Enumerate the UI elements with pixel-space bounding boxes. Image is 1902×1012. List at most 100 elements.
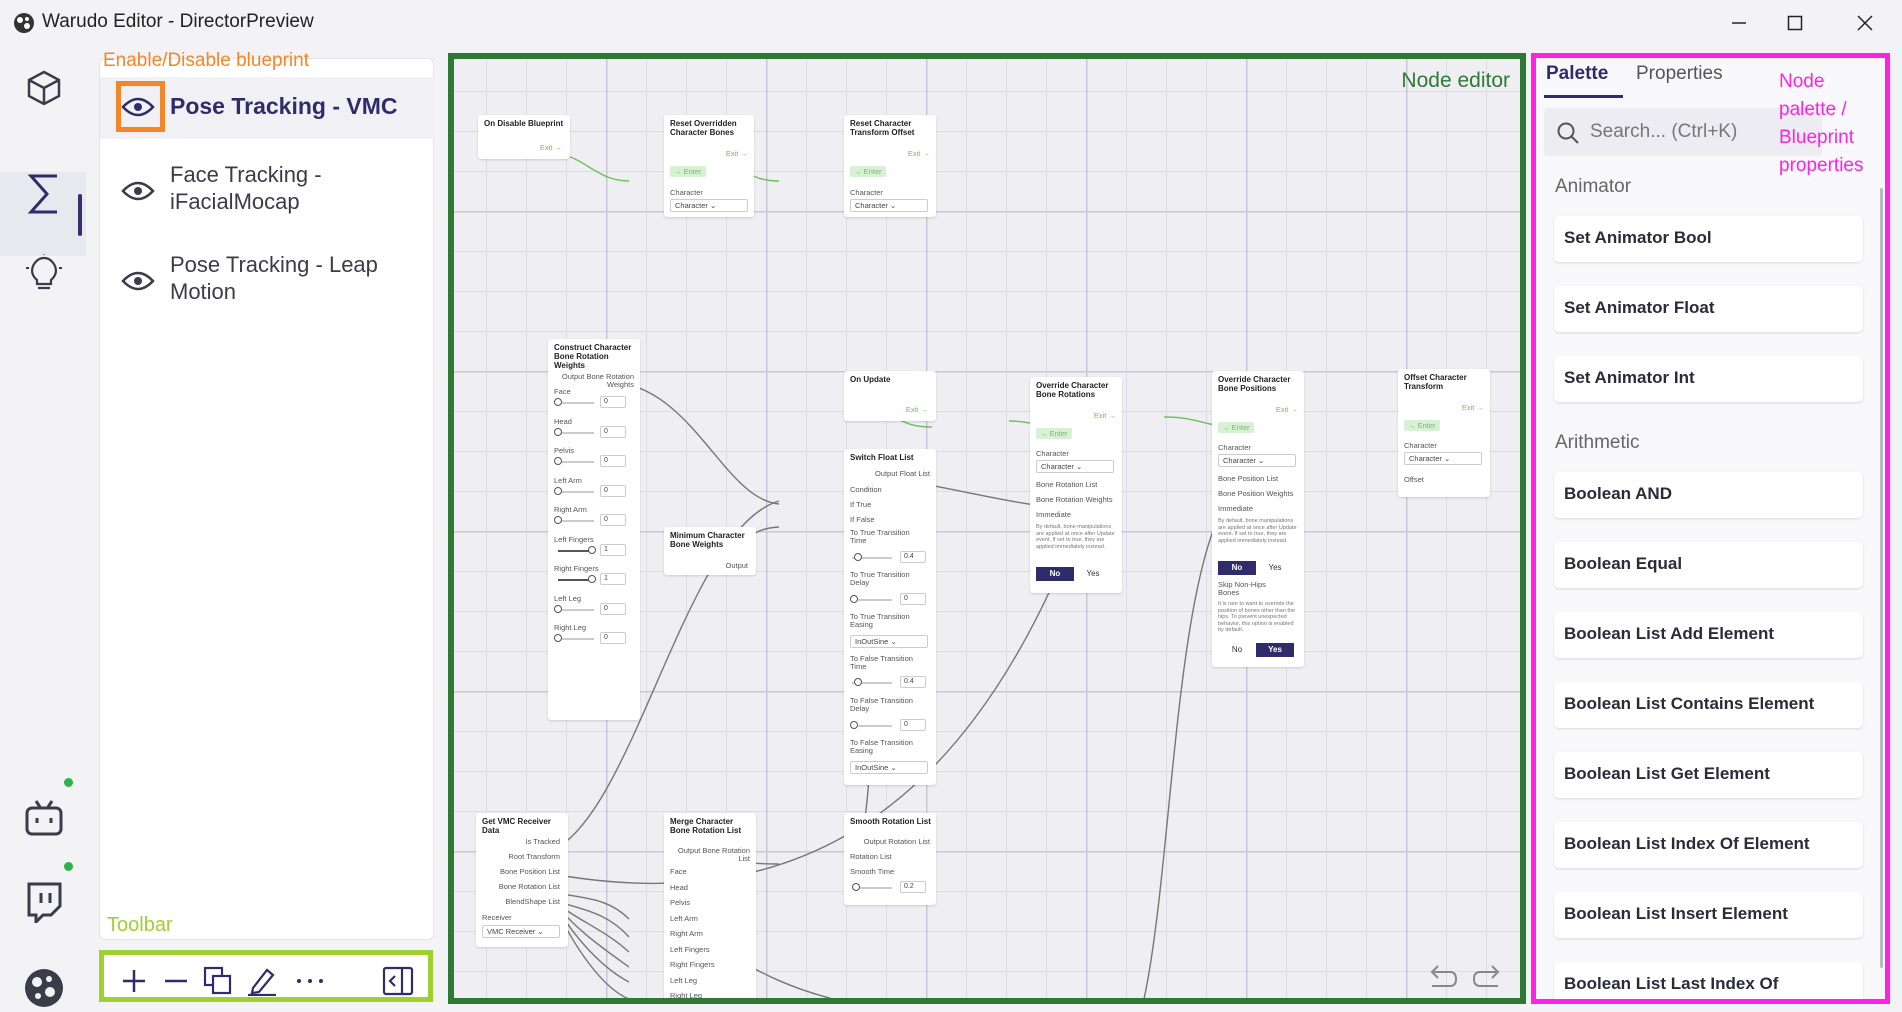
weight-slider-knob[interactable] — [554, 604, 562, 613]
duplicate-blueprint-button[interactable] — [200, 963, 236, 999]
node-smooth-rotation-list[interactable]: Smooth Rotation List Output Rotation Lis… — [844, 813, 936, 905]
exit-port[interactable]: Exit → — [1461, 403, 1484, 412]
slider-knob[interactable] — [850, 595, 858, 603]
weight-input[interactable]: 1 — [600, 543, 626, 556]
slider-knob[interactable] — [850, 721, 858, 729]
collapse-panel-button[interactable] — [380, 963, 416, 999]
rename-blueprint-button[interactable] — [244, 963, 280, 999]
minimize-button[interactable] — [1716, 6, 1762, 40]
weight-slider-knob[interactable] — [588, 545, 596, 554]
weight-input[interactable]: 1 — [600, 573, 626, 585]
easing-dropdown[interactable]: InOutSine ⌄ — [850, 761, 928, 774]
node-minimum-weights[interactable]: Minimum Character Bone Weights Output — [664, 527, 756, 575]
add-blueprint-button[interactable] — [116, 963, 152, 999]
enter-port[interactable]: → Enter — [1218, 422, 1254, 433]
weight-slider-knob[interactable] — [554, 516, 562, 524]
weight-input[interactable]: 0 — [600, 396, 626, 408]
palette-node-item[interactable]: Set Animator Float — [1554, 286, 1863, 332]
character-dropdown[interactable]: Character ⌄ — [1218, 454, 1296, 467]
slider-knob[interactable] — [854, 678, 862, 686]
search-input[interactable]: Search... (Ctrl+K) — [1590, 121, 1738, 142]
weight-input[interactable]: 0 — [600, 425, 626, 438]
remove-blueprint-button[interactable] — [158, 963, 194, 999]
node-vmc-receiver[interactable]: Get VMC Receiver Data Is Tracked Root Tr… — [476, 813, 568, 947]
weight-slider-knob[interactable] — [554, 427, 562, 436]
settings-button[interactable] — [20, 964, 68, 1012]
palette-node-item[interactable]: Boolean List Get Element — [1554, 752, 1863, 798]
palette-node-item[interactable]: Boolean List Last Index Of — [1554, 962, 1863, 999]
exit-port[interactable]: Exit → — [725, 149, 748, 158]
node-on-disable[interactable]: On Disable Blueprint Exit → — [478, 115, 570, 159]
weight-input[interactable]: 0 — [600, 632, 626, 644]
enter-port[interactable]: → Enter — [850, 166, 886, 177]
palette-node-item[interactable]: Boolean List Add Element — [1554, 612, 1863, 658]
enter-port[interactable]: → Enter — [1404, 420, 1440, 431]
blueprint-item-pose-leap[interactable]: Pose Tracking - Leap Motion — [100, 247, 435, 315]
exit-port[interactable]: Exit → — [905, 405, 928, 414]
node-construct-weights[interactable]: Construct Character Bone Rotation Weight… — [548, 339, 640, 720]
exit-port[interactable]: Exit → — [907, 149, 930, 158]
easing-dropdown[interactable]: InOutSine ⌄ — [850, 635, 928, 648]
palette-node-item[interactable]: Boolean List Contains Element — [1554, 682, 1863, 728]
blueprints-button[interactable] — [20, 170, 68, 218]
palette-node-item[interactable]: Boolean Equal — [1554, 542, 1863, 588]
close-button[interactable] — [1842, 6, 1888, 40]
enter-port[interactable]: → Enter — [1036, 428, 1072, 439]
slider-knob[interactable] — [852, 883, 860, 891]
toggle-blueprint-button[interactable] — [120, 89, 156, 125]
number-input[interactable]: 0.4 — [900, 676, 926, 688]
weight-slider-knob[interactable] — [554, 634, 562, 642]
more-options-button[interactable] — [292, 963, 328, 999]
palette-node-item[interactable]: Boolean List Insert Element — [1554, 892, 1863, 938]
weight-input[interactable]: 0 — [600, 484, 626, 497]
exit-port[interactable]: Exit → — [1275, 405, 1298, 414]
number-input[interactable]: 0.4 — [900, 551, 926, 563]
weight-slider-knob[interactable] — [554, 398, 562, 406]
palette-search[interactable]: Search... (Ctrl+K) — [1544, 108, 1822, 156]
weight-input[interactable]: 0 — [600, 514, 626, 526]
maximize-button[interactable] — [1772, 6, 1818, 40]
exit-port[interactable]: Exit → — [539, 143, 562, 152]
exit-port[interactable]: Exit → — [1093, 411, 1116, 420]
number-input[interactable]: 0 — [900, 719, 926, 731]
enter-port[interactable]: → Enter — [670, 166, 706, 177]
node-override-rotations[interactable]: Override Character Bone Rotations Exit →… — [1030, 377, 1122, 593]
toggle-blueprint-button[interactable] — [120, 173, 156, 209]
palette-scrollbar[interactable] — [1880, 188, 1883, 968]
scene-button[interactable] — [20, 64, 68, 112]
undo-button[interactable] — [1426, 962, 1458, 988]
suggestions-button[interactable] — [20, 250, 68, 298]
weight-input[interactable]: 0 — [600, 455, 626, 467]
receiver-dropdown[interactable]: VMC Receiver ⌄ — [482, 925, 560, 938]
palette-node-item[interactable]: Set Animator Int — [1554, 356, 1863, 402]
redo-button[interactable] — [1472, 962, 1504, 988]
node-merge-rotation-list[interactable]: Merge Character Bone Rotation List Outpu… — [664, 813, 756, 998]
tab-properties[interactable]: Properties — [1636, 63, 1723, 84]
blueprint-item-face-ifacialmocap[interactable]: Face Tracking - iFacialMocap — [100, 157, 435, 225]
node-editor[interactable]: Node editor On Disable Blueprint Exit → … — [448, 53, 1526, 1004]
weight-slider-knob[interactable] — [588, 575, 596, 583]
node-reset-bones[interactable]: Reset Overridden Character Bones Exit → … — [664, 115, 754, 217]
slider-knob[interactable] — [854, 553, 862, 561]
toggle-blueprint-button[interactable] — [120, 263, 156, 299]
weight-input[interactable]: 0 — [600, 602, 626, 615]
node-offset-transform[interactable]: Offset Character Transform Exit → → Ente… — [1398, 369, 1490, 497]
character-dropdown[interactable]: Character ⌄ — [1404, 452, 1482, 465]
node-reset-transform[interactable]: Reset Character Transform Offset Exit → … — [844, 115, 936, 217]
twitch-button[interactable] — [20, 878, 68, 926]
palette-node-item[interactable]: Boolean List Index Of Element — [1554, 822, 1863, 868]
node-override-positions[interactable]: Override Character Bone Positions Exit →… — [1212, 371, 1304, 667]
character-dropdown[interactable]: Character ⌄ — [1036, 460, 1114, 473]
node-switch-float-list[interactable]: Switch Float List Output Float List Cond… — [844, 449, 936, 785]
bilibili-button[interactable] — [20, 794, 68, 842]
node-on-update[interactable]: On Update Exit → — [844, 371, 936, 421]
weight-slider-knob[interactable] — [554, 457, 562, 465]
character-dropdown[interactable]: Character ⌄ — [850, 199, 928, 212]
palette-node-item[interactable]: Set Animator Bool — [1554, 216, 1863, 262]
weight-slider-knob[interactable] — [554, 486, 562, 495]
palette-node-item[interactable]: Boolean AND — [1554, 472, 1863, 518]
tab-palette[interactable]: Palette — [1546, 63, 1609, 84]
